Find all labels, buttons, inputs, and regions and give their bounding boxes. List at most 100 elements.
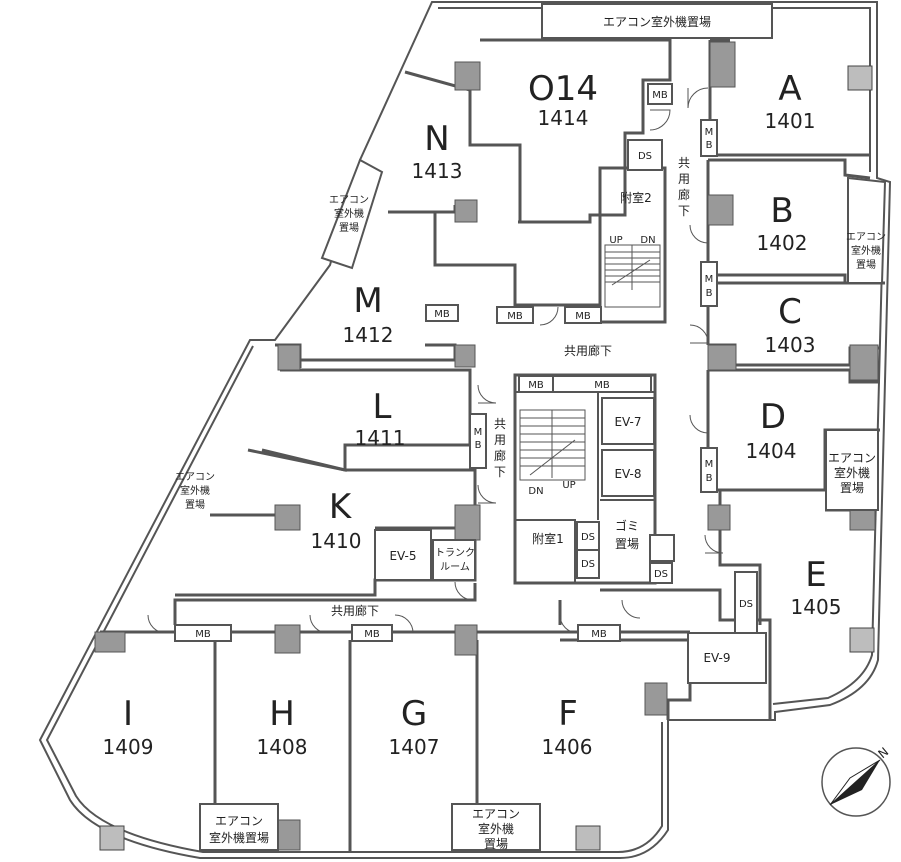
mb-label: MB	[528, 380, 544, 391]
ac-yard-g-label1: エアコン	[472, 807, 520, 821]
trash-label2: 置場	[615, 537, 639, 551]
mb-label: MB	[652, 90, 668, 101]
mb-label: B	[706, 473, 713, 484]
ac-yard-b-label1: エアコン	[846, 232, 886, 243]
trunk-room-label1: トランク	[435, 547, 475, 559]
stair-upper-dn: DN	[640, 235, 655, 246]
ac-yard-d-label1: エアコン	[828, 451, 876, 465]
elevator-ev-5	[374, 529, 432, 581]
trash-label1: ゴミ	[615, 518, 639, 533]
unit-k-letter: K	[329, 487, 353, 527]
unit-m-number: 1412	[343, 323, 394, 347]
elevator-ev-8	[601, 449, 655, 497]
ac-yard-k-label2: 室外機	[180, 484, 210, 497]
stair-upper	[604, 244, 661, 308]
ac-yard-b-label2: 室外機	[851, 244, 881, 257]
svg-text:共: 共	[678, 156, 690, 170]
corridor-label-vertical-left: 共 用 廊 下	[494, 417, 506, 479]
unit-n-wall	[388, 70, 522, 224]
ac-yard-g-label2: 室外機	[478, 821, 514, 836]
ac-yard-b	[847, 176, 887, 284]
mb-label: MB	[575, 311, 591, 322]
unit-c-letter: C	[778, 292, 802, 332]
mb-label: M	[705, 459, 714, 470]
door-swings	[147, 87, 724, 634]
column	[454, 199, 478, 223]
building-outline-inner	[45, 7, 885, 853]
pad	[99, 825, 125, 851]
ac-yard-k-label1: エアコン	[175, 472, 215, 483]
stair-lower-dn: DN	[528, 486, 543, 497]
mb-box	[425, 304, 459, 322]
structural-columns	[94, 41, 879, 851]
column	[707, 194, 734, 226]
ev-core-right	[600, 588, 772, 720]
ev-7-label: EV-7	[614, 415, 641, 429]
unit-e-letter: E	[805, 555, 826, 595]
unit-e-number: 1405	[791, 595, 842, 619]
column	[274, 504, 301, 531]
stair-lower	[519, 409, 586, 481]
ds-box	[576, 549, 600, 579]
annex-2-label: 附室2	[620, 190, 652, 205]
ac-yard-h	[199, 803, 279, 851]
mb-label: MB	[591, 629, 607, 640]
mb-label: MB	[507, 311, 523, 322]
mb-boxes: MB MB MB MB MB MB MB MB MB M B M B M B M…	[174, 83, 718, 642]
mb-label: B	[475, 440, 482, 451]
ev-9-label: EV-9	[703, 651, 730, 665]
pad	[849, 627, 875, 653]
ac-yard-b-label3: 置場	[856, 258, 876, 271]
unit-h-letter: H	[269, 694, 295, 734]
column	[707, 344, 737, 371]
ac-yard-n-label1: エアコン	[329, 195, 369, 206]
column	[707, 504, 731, 531]
ds-box	[627, 139, 663, 171]
column	[454, 504, 481, 541]
svg-text:用: 用	[494, 433, 506, 447]
ac-yard-h-label2: 室外機置場	[209, 830, 269, 845]
trunk-room-label2: ルーム	[440, 561, 470, 573]
ac-yard-g	[451, 803, 541, 851]
mb-box-vertical	[700, 119, 718, 157]
ds-box	[649, 562, 673, 584]
svg-text:廊: 廊	[678, 187, 690, 202]
north-compass: N	[821, 745, 891, 817]
ac-yard-top	[541, 3, 773, 39]
column	[454, 344, 476, 368]
column	[274, 624, 301, 654]
mb-box	[647, 83, 673, 105]
stair-upper-up: UP	[609, 235, 622, 246]
unit-g-number: 1407	[389, 735, 440, 759]
building-outline	[38, 1, 892, 859]
unit-c-number: 1403	[765, 333, 816, 357]
svg-text:下: 下	[678, 204, 690, 218]
unit-b-letter: B	[770, 191, 793, 231]
mb-label: M	[705, 274, 714, 285]
unit-labels: O14 1414 N 1413 M 1412 L 1411 K 1410 A 1…	[103, 69, 842, 759]
ds-label: DS	[581, 532, 595, 543]
annex-1-label: 附室1	[532, 531, 564, 546]
ac-yard-k-label3: 置場	[185, 498, 205, 511]
mb-box	[351, 624, 393, 642]
unit-a-letter: A	[778, 69, 801, 109]
unit-f-letter: F	[558, 694, 578, 734]
mb-box	[174, 624, 232, 642]
mb-label: MB	[364, 629, 380, 640]
unit-g-letter: G	[401, 694, 427, 734]
unit-d-letter: D	[760, 397, 786, 437]
mb-box	[496, 306, 534, 324]
unit-l-number: 1411	[355, 426, 406, 450]
mb-box-vertical	[700, 261, 718, 307]
unit-h-number: 1408	[257, 735, 308, 759]
column	[644, 682, 668, 716]
unit-i-letter: I	[123, 694, 133, 734]
ev-8-label: EV-8	[614, 467, 641, 481]
mb-label: M	[705, 127, 714, 138]
unit-k-number: 1410	[311, 529, 362, 553]
svg-text:共: 共	[494, 417, 506, 431]
unit-f-wall	[560, 638, 692, 720]
mb-box-vertical	[700, 447, 718, 493]
mb-box-vertical	[469, 413, 487, 469]
